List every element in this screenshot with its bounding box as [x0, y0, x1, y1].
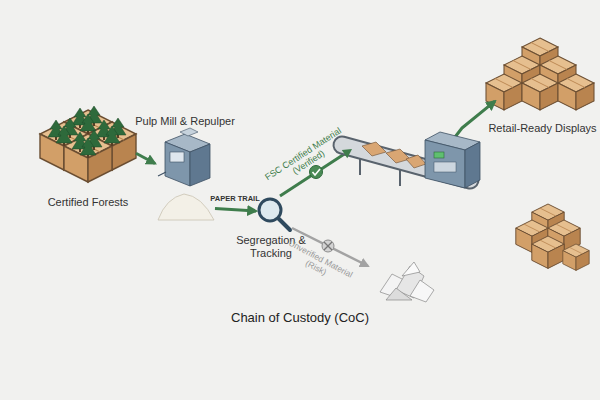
- note-label: Unverified Material (Risk): [277, 236, 359, 292]
- pulp-mill-machine: [158, 128, 214, 220]
- magnifier: [259, 199, 290, 230]
- tree: [56, 126, 72, 146]
- tree: [80, 138, 96, 158]
- cardboard-box: [522, 74, 558, 110]
- arrow-head: [342, 149, 352, 158]
- cardboard-box: [563, 244, 589, 270]
- cardboard-box: [558, 74, 594, 110]
- pulp-pile: [158, 194, 214, 220]
- diagram-caption: Chain of Custody (CoC): [0, 310, 600, 325]
- node-label-group: Certified Forests: [33, 196, 143, 209]
- forest-block: [64, 134, 112, 182]
- display-stack-top: [486, 38, 594, 110]
- display-node: Retail-Ready Displays: [495, 40, 590, 112]
- edge-label: FSC Certified Material (Verified): [262, 124, 350, 191]
- segregation-node: Segregation & Tracking: [256, 196, 286, 226]
- node-label-group: Pulp Mill & Repulper: [120, 115, 250, 128]
- scrap-pile: [380, 262, 434, 302]
- conveyor-machine: [425, 132, 480, 188]
- display-stack-bottom: [516, 204, 589, 270]
- node-label: Certified Forests: [33, 196, 143, 209]
- forest-blocks: [40, 110, 136, 182]
- tree: [104, 126, 120, 146]
- flow-arrow: [215, 209, 256, 212]
- edge-label: PAPER TRAIL: [200, 195, 270, 204]
- node-label-group: Retail-Ready Displays: [483, 122, 600, 135]
- pulp-mill-node: Pulp Mill & Repulper: [155, 132, 215, 222]
- node-label: Retail-Ready Displays: [483, 122, 600, 135]
- verified-check: [310, 166, 323, 179]
- node-label: Pulp Mill & Repulper: [120, 115, 250, 128]
- forest-node: Certified Forests: [40, 110, 136, 182]
- flow-arrow: [136, 153, 155, 163]
- trees: [48, 106, 126, 158]
- cardboard-box: [532, 236, 564, 268]
